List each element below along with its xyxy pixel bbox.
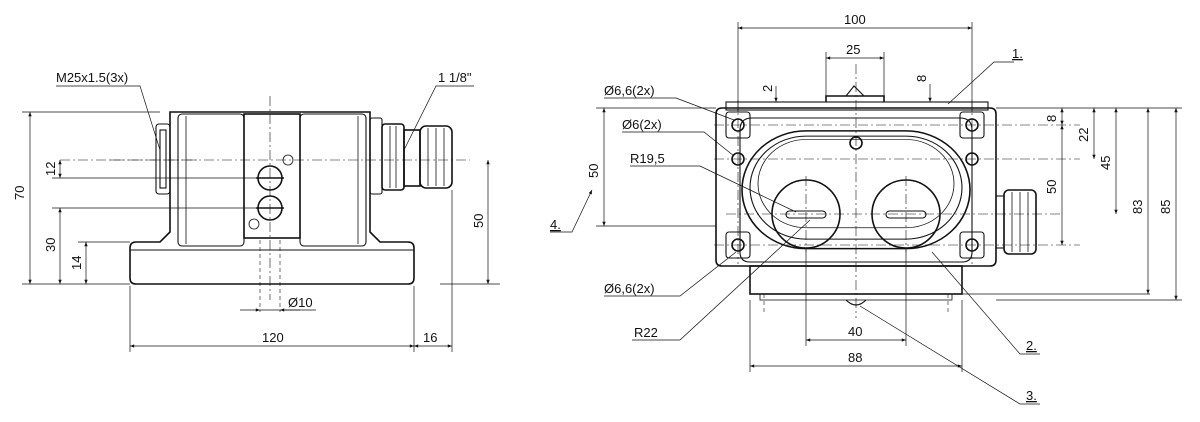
front-top-cap bbox=[825, 95, 885, 102]
leader-c3 bbox=[859, 305, 1040, 405]
leader-c4 bbox=[550, 189, 593, 233]
dim-right-45: 45 bbox=[1098, 156, 1113, 170]
dim-gap-right: 8 bbox=[914, 75, 929, 82]
label-hole-dia: Ø10 bbox=[288, 295, 313, 310]
leader-c1 bbox=[947, 61, 1014, 105]
callout-2: 2. bbox=[1026, 338, 1037, 353]
dim-width-top: 100 bbox=[844, 12, 866, 27]
front-obround-mid bbox=[749, 135, 963, 240]
side-conn-head bbox=[419, 125, 453, 189]
leader-radius-outer bbox=[632, 219, 811, 341]
label-hole-c: Ø6,6(2x) bbox=[604, 281, 655, 296]
dim-width-40: 40 bbox=[848, 324, 862, 339]
side-body-middle bbox=[243, 113, 301, 239]
dim-height-base: 14 bbox=[69, 256, 84, 270]
leader-hole-b bbox=[622, 131, 735, 157]
front-conn-head bbox=[1003, 189, 1037, 255]
side-left-gland-inner bbox=[159, 129, 167, 189]
dim-height-mid: 30 bbox=[43, 238, 58, 252]
label-connector: 1 1/8" bbox=[438, 70, 472, 85]
dim-width-slot: 25 bbox=[846, 42, 860, 57]
side-conn-body bbox=[403, 129, 421, 187]
leader-c2 bbox=[931, 251, 1040, 355]
dim-height-left: 50 bbox=[586, 164, 601, 178]
front-top-lid bbox=[725, 101, 989, 111]
label-radius-outer: R22 bbox=[634, 325, 658, 340]
callout-1: 1. bbox=[1012, 46, 1023, 61]
dim-right-22: 22 bbox=[1076, 128, 1091, 142]
side-conn-flange bbox=[369, 117, 383, 195]
leader-connector bbox=[403, 85, 474, 151]
label-hole-a: Ø6,6(2x) bbox=[604, 83, 655, 98]
leader-radius-inner bbox=[630, 165, 797, 213]
front-view: Ø6,6(2x) Ø6(2x) R19,5 Ø6,6(2x) R22 100 2… bbox=[550, 12, 1182, 405]
dim-right-83: 83 bbox=[1130, 200, 1145, 214]
dim-height-upper: 12 bbox=[43, 162, 58, 176]
side-body-right bbox=[299, 113, 367, 247]
dim-gap-left: 2 bbox=[760, 85, 775, 92]
dim-right-8: 8 bbox=[1044, 115, 1059, 122]
side-conn-nut bbox=[381, 123, 405, 191]
dim-right-85: 85 bbox=[1158, 200, 1173, 214]
leader-hole-c bbox=[604, 251, 737, 297]
dim-width-conn: 16 bbox=[423, 330, 437, 345]
leader-thread bbox=[56, 85, 161, 151]
dim-width-base: 120 bbox=[262, 330, 284, 345]
side-left-gland bbox=[155, 123, 171, 195]
dim-height-conn: 50 bbox=[471, 214, 486, 228]
front-housing bbox=[715, 107, 997, 267]
label-hole-b: Ø6(2x) bbox=[622, 117, 662, 132]
callout-4: 4. bbox=[550, 217, 561, 232]
dim-right-50: 50 bbox=[1044, 180, 1059, 194]
front-conn-flange bbox=[995, 195, 1005, 249]
label-thread: M25x1.5(3x) bbox=[56, 70, 128, 85]
callout-3: 3. bbox=[1026, 388, 1037, 403]
side-view: M25x1.5(3x) 1 1/8" Ø10 70 12 30 14 50 12… bbox=[12, 70, 500, 352]
label-radius-inner: R19,5 bbox=[630, 151, 665, 166]
dim-height-total: 70 bbox=[12, 186, 27, 200]
leader-hole-a bbox=[604, 97, 735, 121]
side-base-plate bbox=[129, 111, 415, 285]
side-body-left bbox=[177, 113, 245, 247]
dim-width-88: 88 bbox=[848, 350, 862, 365]
front-top-knob bbox=[845, 85, 865, 97]
